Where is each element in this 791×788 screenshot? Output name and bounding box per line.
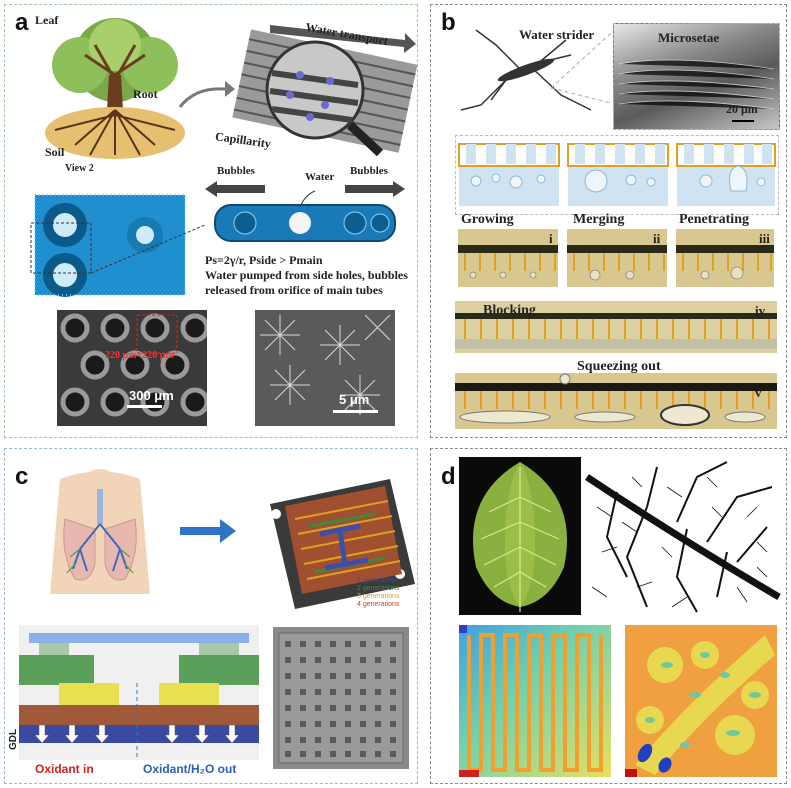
panel-a-label: a	[15, 9, 29, 36]
water-label: Water	[305, 171, 335, 183]
root-label: Root	[133, 87, 158, 101]
merging-label: Merging	[573, 212, 625, 227]
label-v: v	[755, 385, 762, 400]
view2-label: View 2	[65, 163, 94, 174]
plate-photo	[273, 627, 409, 769]
legend-item-1: 1 generation	[357, 577, 396, 584]
generation-legend: 1 generation 2 generations 3 generations…	[357, 577, 399, 609]
tree-illustration	[45, 18, 185, 159]
panel-c: c 1 generation 2 generat	[4, 448, 418, 784]
panel-a: a Leaf Root Soil	[4, 4, 418, 438]
flow-field-render	[19, 625, 259, 760]
label-i: i	[549, 231, 553, 246]
bipolar-plate	[270, 479, 415, 609]
growing-label: Growing	[461, 212, 514, 227]
serpentine-heatmap	[459, 625, 611, 777]
microsetae-image: Microsetae 20 μm	[613, 23, 780, 130]
gdl-label: GDL	[8, 728, 20, 751]
pressure-equation: Ps=2γ/r, Pside > Pmain	[205, 253, 323, 267]
sem-dimension-label: 220 μm×220 μm	[105, 350, 174, 361]
legend-item-3: 3 generations	[357, 593, 400, 600]
arrow-lungs-to-plate	[180, 519, 236, 543]
bubbles-right-label: Bubbles	[350, 165, 388, 177]
bubble-tube	[205, 181, 405, 242]
microsetae-label: Microsetae	[658, 30, 720, 45]
bubbles-left-label: Bubbles	[217, 165, 255, 177]
arrow-tree-to-capillary	[178, 81, 235, 108]
vein-network	[585, 457, 781, 615]
photo-strips-i-iii	[458, 229, 774, 287]
label-iii: iii	[759, 231, 770, 246]
schematic-row	[455, 135, 779, 215]
lungs-illustration	[50, 469, 150, 594]
photo-strip-blocking	[455, 301, 777, 353]
legend-item-2: 2 generations	[357, 585, 400, 592]
leaf-photo	[459, 457, 581, 615]
water-strider-illustration	[460, 29, 592, 111]
scale-bar-5um: 5 μm	[339, 392, 370, 407]
zoom-lines	[550, 32, 612, 104]
capillary-bundle	[232, 25, 418, 157]
leaf-flowfield-heatmap	[625, 625, 777, 777]
panel-c-label: c	[15, 463, 29, 490]
oxidant-out-label: Oxidant/H₂O out	[143, 762, 237, 776]
squeezing-out-label: Squeezing out	[577, 359, 661, 374]
scale-bar-20um: 20 μm	[726, 102, 758, 116]
soil-label: Soil	[45, 145, 65, 159]
caption-line-2: released from orifice of main tubes	[205, 283, 383, 297]
panel-b: b Water strider Microsetae 20 μm	[430, 4, 787, 438]
panel-d-label: d	[441, 463, 456, 490]
panel-d: d	[430, 448, 787, 784]
oxidant-in-label: Oxidant in	[35, 762, 94, 776]
leaf-label: Leaf	[35, 13, 59, 27]
panel-b-label: b	[441, 9, 456, 36]
scale-bar-300um: 300 μm	[129, 388, 174, 403]
water-strider-label: Water strider	[519, 27, 595, 42]
label-iv: iv	[755, 303, 766, 318]
porous-block	[30, 194, 206, 297]
blocking-label: Blocking	[483, 303, 536, 318]
photo-strip-squeezing	[455, 373, 777, 429]
sem-image-honeycomb: 220 μm×220 μm 300 μm	[57, 310, 207, 426]
penetrating-label: Penetrating	[679, 212, 749, 227]
caption-line-1: Water pumped from side holes, bubbles	[205, 268, 408, 282]
sem-image-nanowires: 5 μm	[255, 310, 395, 426]
legend-item-4: 4 generations	[357, 601, 400, 608]
label-ii: ii	[653, 231, 661, 246]
